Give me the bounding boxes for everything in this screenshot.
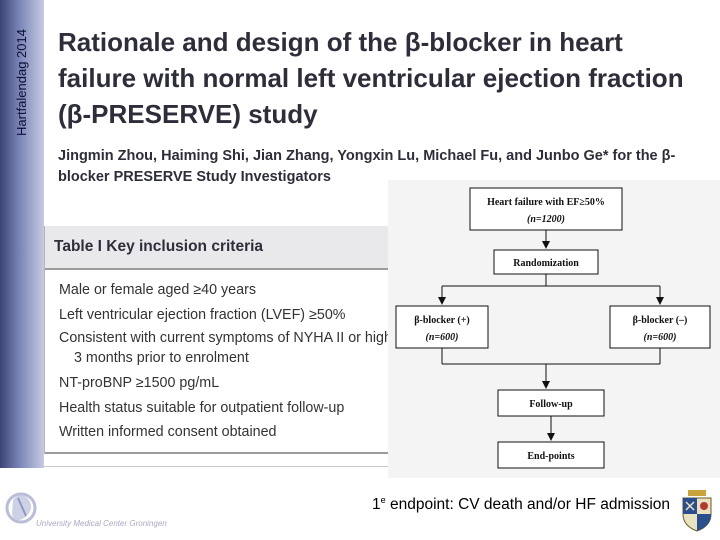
umcg-logo-icon — [5, 492, 37, 524]
paper-excerpt: Rationale and design of the β-blocker in… — [44, 0, 720, 468]
inclusion-criteria-table: Table I Key inclusion criteria Male or f… — [44, 226, 389, 454]
table-row: Health status suitable for outpatient fo… — [59, 399, 345, 416]
endpoint-superscript: e — [380, 495, 386, 505]
table-row: Consistent with current symptoms of NYHA… — [59, 330, 389, 346]
table-row: NT-proBNP ≥1500 pg/mL — [59, 375, 220, 391]
table-title: Table I Key inclusion criteria — [45, 226, 389, 270]
arm-minus-n: (n=600) — [644, 332, 677, 343]
arm-plus-label: β-blocker (+) — [414, 315, 470, 326]
flow-box-start: Heart failure with EF≥50% (n=1200) — [469, 187, 623, 231]
footer-institution: University Medical Center Groningen — [36, 519, 167, 528]
table-row: Left ventricular ejection fraction (LVEF… — [59, 306, 346, 323]
randomization-label: Randomization — [513, 258, 579, 269]
flowchart-svg: Heart failure with EF≥50% (n=1200) Rando… — [395, 187, 711, 469]
flow-box-randomization: Randomization — [493, 249, 599, 275]
paper-authors: Jingmin Zhou, Haiming Shi, Jian Zhang, Y… — [58, 148, 676, 185]
arm-minus-label: β-blocker (–) — [633, 315, 688, 326]
table-row: Written informed consent obtained — [59, 424, 277, 440]
flow-box-followup: Follow-up — [497, 389, 605, 417]
table-bottom-rule — [45, 452, 389, 454]
flow-box-arm-minus: β-blocker (–) (n=600) — [609, 305, 711, 349]
sidebar-title: Hartfalendag 2014 — [1, 2, 41, 162]
primary-endpoint-note: 1e endpoint: CV death and/or HF admissio… — [300, 495, 670, 514]
table-row: Male or female aged ≥40 years — [59, 282, 256, 298]
endpoints-label: End-points — [527, 451, 574, 462]
sidebar-title-text: Hartfalendag 2014 — [13, 28, 29, 136]
flow-box-endpoints: End-points — [497, 441, 605, 469]
study-flowchart: Heart failure with EF≥50% (n=1200) Rando… — [388, 180, 720, 478]
table-row: 3 months prior to enrolment — [74, 350, 249, 366]
arm-plus-n: (n=600) — [426, 332, 459, 343]
start-n: (n=1200) — [527, 214, 565, 225]
endpoint-text: endpoint: CV death and/or HF admission — [385, 496, 670, 513]
start-label: Heart failure with EF≥50% — [487, 197, 605, 208]
table-rows: Male or female aged ≥40 years Left ventr… — [45, 270, 389, 445]
endpoint-prefix: 1 — [372, 496, 381, 513]
university-crest-icon — [682, 490, 712, 532]
flow-box-arm-plus: β-blocker (+) (n=600) — [395, 305, 489, 349]
followup-label: Follow-up — [529, 399, 573, 410]
paper-title: Rationale and design of the β-blocker in… — [58, 27, 684, 129]
sidebar: Hartfalendag 2014 — [0, 0, 44, 468]
divider — [44, 466, 390, 467]
